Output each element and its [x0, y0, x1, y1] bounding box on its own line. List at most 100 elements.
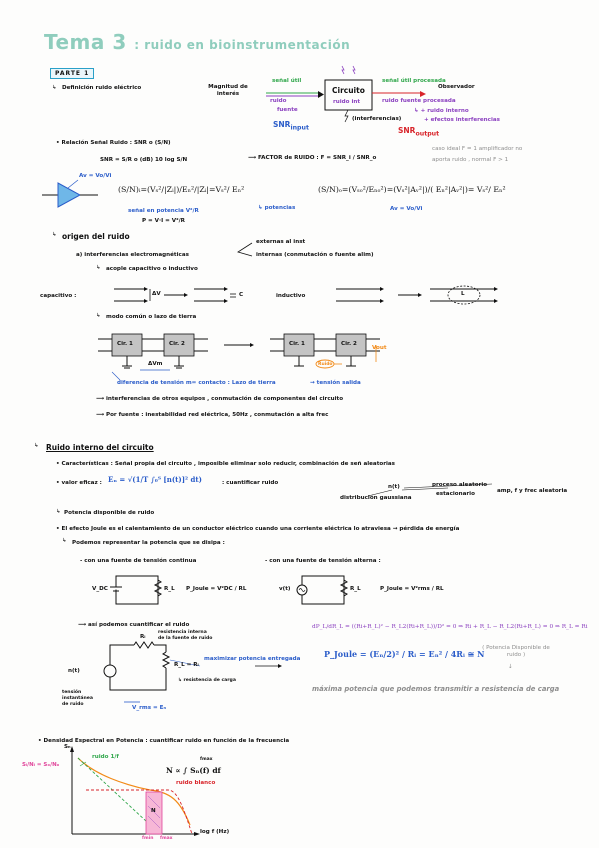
- arrow-icon: ↳: [96, 265, 101, 271]
- potencia-disp-ruido: ( Potencia Disponible de ruido ): [482, 645, 550, 658]
- caso-ideal-2: aporta ruido , normal F > 1: [432, 157, 509, 163]
- log-f-label: log f (Hz): [200, 829, 230, 835]
- arrow-icon: ↳: [96, 313, 101, 319]
- av-label: Av = Vo/Vi: [79, 173, 112, 179]
- tension-continua-label: - con una fuente de tensión continua: [80, 558, 197, 564]
- arrow-icon: ↳: [52, 85, 57, 91]
- cuantificar-label: : cuantificar ruido: [222, 480, 279, 486]
- dvm-label: ΔVm: [148, 361, 163, 367]
- circuito-label: Circuito: [332, 86, 365, 95]
- externas-label: externas al inst: [256, 239, 306, 245]
- cir1-label: Cir. 1: [117, 341, 133, 347]
- magnitud-label: Magnitud de interés: [208, 84, 248, 97]
- caso-ideal-1: caso ideal F = 1 amplificador no: [432, 146, 523, 152]
- cir2-label: Cir. 2: [169, 341, 185, 347]
- distribucion-label: distribución gaussiana: [340, 495, 412, 501]
- vdc-label: V_DC: [92, 586, 108, 592]
- sn-axis-label: Sₙ: [64, 744, 71, 750]
- n-box-label: N: [151, 808, 156, 814]
- parte-badge: PARTE 1: [50, 68, 95, 80]
- amp-label: amp, f y frec aleatoria: [497, 488, 568, 494]
- resistencia-carga-label: ↳ resistencia de carga: [178, 678, 236, 683]
- interf-otros-label: ⟶ interferencias de otros equipos , conm…: [96, 396, 344, 402]
- ruido-fuente-proc-label: ruido fuente procesada: [382, 98, 456, 104]
- maxima-potencia-label: máxima potencia que podemos transmitir a…: [312, 685, 560, 693]
- definicion-heading: Definición ruido eléctrico: [62, 85, 142, 91]
- instantanea-label: instantánea: [62, 696, 93, 701]
- snr-formula: SNR = S/R o (dB) 10 log S/N: [100, 157, 188, 163]
- capacitivo-label: capacitivo :: [40, 293, 77, 299]
- ruido-circle-label: Ruido: [318, 362, 333, 367]
- rl-ac-label: R_L: [350, 586, 361, 592]
- senal-potencia-label: señal en potencia V²/R: [128, 208, 199, 214]
- pjoule-ac: P_Joule = V²rms / RL: [380, 586, 444, 592]
- n-integral: N ∝ ∫ Sₙ(f) df: [166, 766, 221, 775]
- origen-heading: origen del ruido: [62, 232, 130, 241]
- relacion-heading: • Relación Señal Ruido : SNR o (S/N): [56, 140, 171, 146]
- page-title: Tema 3 : ruido en bioinstrumentación: [44, 30, 351, 54]
- podemos-label: Podemos representar la potencia que se d…: [72, 540, 225, 546]
- modo-comun-label: modo común o lazo de tierra: [106, 314, 197, 320]
- de-la-fuente-label: de la fuente de ruido: [158, 636, 213, 641]
- ri-label: Rᵢ: [140, 634, 146, 640]
- cir2b-label: Cir. 2: [341, 341, 357, 347]
- derivada-formula: dP_L/dR_L = ((Ri+R_L)² − R_L2(Ri+R_L))/D…: [312, 624, 588, 630]
- snr-output-label: SNRoutput: [398, 126, 440, 138]
- en-formula: Eₙ = √(1/T ∫₀ᵀ [n(t)]² dt): [108, 475, 202, 484]
- interf-em-label: a) interferencias electromagnéticas: [76, 252, 189, 258]
- por-fuente-label: ⟶ Por fuente : inestabilidad red eléctri…: [96, 412, 329, 418]
- efectos-interf-label: + efectos interferencias: [424, 117, 500, 123]
- c-label: C: [239, 292, 244, 298]
- senal-util-label: señal útil: [272, 78, 302, 84]
- tension-salida-label: → tensión salida: [310, 380, 361, 386]
- l-label: L: [461, 291, 465, 297]
- nt-label: n(t): [388, 484, 400, 490]
- ruido-blanco-label: ruido blanco: [176, 780, 216, 786]
- diferencia-label: diferencia de tensión m= contacto : Lazo…: [117, 380, 276, 386]
- arrow-icon: ↳: [52, 232, 57, 238]
- interferencias-label: (interferencias): [352, 116, 402, 122]
- vrms-label: V_rms = Eₙ: [132, 705, 166, 711]
- fmax-axis-label: fmax: [160, 836, 173, 841]
- tension-label: tensión: [62, 690, 82, 695]
- observador-label: Observador: [438, 84, 475, 90]
- factor-ruido: ⟶ FACTOR de RUIDO : F = SNR_i / SNR_o: [248, 155, 377, 161]
- cir1b-label: Cir. 1: [289, 341, 305, 347]
- ruido-interno-heading: Ruido interno del circuito: [46, 443, 154, 452]
- snr-input-label: SNRinput: [273, 120, 309, 132]
- ruido-label: ruido: [270, 98, 287, 104]
- sn-input-formula: (S/N)ᵢ=(Vₛ²/|Zᵢ|)/Eₙ²/|Zᵢ|=Vₛ²/ Eₙ²: [118, 185, 245, 194]
- proceso-label: proceso aleatorio: [432, 482, 488, 488]
- acople-label: acople capacitivo o inductivo: [106, 266, 198, 272]
- rl-dc-label: R_L: [164, 586, 175, 592]
- ruido-int-label: ruido int: [333, 99, 361, 105]
- de-ruido-label: de ruido: [62, 702, 84, 707]
- arrow-down-icon: ↓: [508, 664, 513, 670]
- fmin-label: fmin: [142, 836, 154, 841]
- densidad-heading: • Densidad Espectral en Potencia : cuant…: [38, 738, 290, 744]
- arrow-icon: ↳: [56, 509, 61, 515]
- vout-label: Vout: [372, 345, 387, 351]
- av2-label: Av = Vo/Vi: [390, 206, 423, 212]
- tension-alterna-label: - con una fuente de tensión alterna :: [265, 558, 381, 564]
- inductivo-label: inductivo: [276, 293, 306, 299]
- potencia-disp-heading: Potencia disponible de ruido: [64, 510, 155, 516]
- ratio-label: Sᵢ/Nᵢ = Sₒ/Nₒ: [22, 762, 60, 768]
- estacionario-label: estacionario: [436, 491, 475, 497]
- arrow-icon: ↳: [34, 443, 39, 449]
- pjoule-dc: P_Joule = V²DC / RL: [186, 586, 247, 592]
- rl-ri-label: R_L = Rᵢ: [174, 662, 199, 668]
- caracteristicas-label: • Características : Señal propia del cir…: [56, 461, 395, 467]
- internas-label: internas (conmutación o fuente alim): [256, 252, 374, 258]
- potencias-label: ↳ potencias: [258, 205, 296, 211]
- senal-util-proc-label: señal útil procesada: [382, 78, 446, 84]
- asi-label: ⟶ así podemos cuantificar el ruido: [78, 622, 190, 628]
- maximizar-label: maximizar potencia entregada: [204, 656, 301, 662]
